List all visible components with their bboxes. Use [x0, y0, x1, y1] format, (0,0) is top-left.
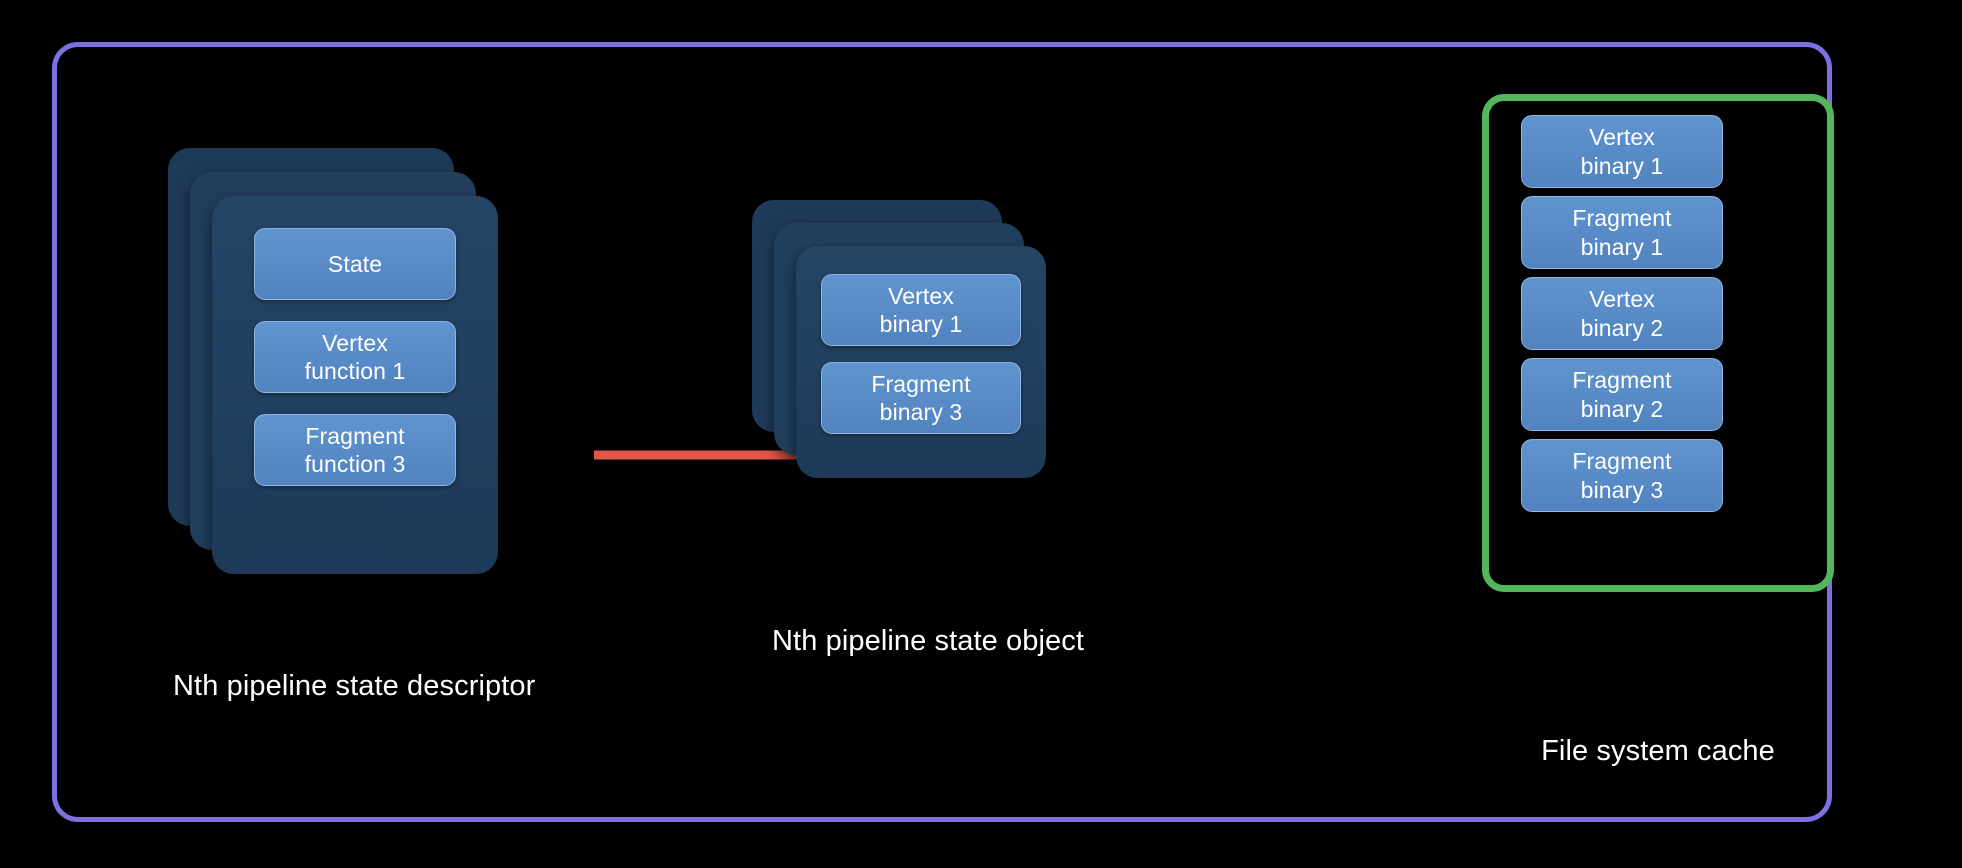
pso-tile-vertex-binary-line1: Vertex	[888, 282, 954, 309]
pso-tile-vertex-binary[interactable]: Vertex binary 1	[821, 274, 1021, 346]
pipeline-state-descriptor-label: Nth pipeline state descriptor	[173, 670, 536, 702]
descriptor-tile-state[interactable]: State	[254, 228, 456, 300]
cache-tile-fragment-binary-1-line2: binary 1	[1580, 233, 1664, 260]
cache-tile-vertex-binary-2[interactable]: Vertex binary 2	[1521, 277, 1723, 350]
file-system-cache-frame	[1482, 94, 1834, 592]
pipeline-state-object-stack[interactable]: Vertex binary 1 Fragment binary 3	[752, 200, 1072, 520]
file-system-cache-label: File system cache	[1541, 735, 1775, 767]
file-system-cache-list[interactable]: Vertex binary 1 Fragment binary 1 Vertex…	[1521, 115, 1723, 512]
cache-tile-vertex-binary-1[interactable]: Vertex binary 1	[1521, 115, 1723, 188]
descriptor-tile-vertex-function-line2: function 1	[304, 358, 406, 384]
cache-tile-fragment-binary-2-line2: binary 2	[1580, 395, 1664, 422]
descriptor-tile-vertex-function[interactable]: Vertex function 1	[254, 321, 456, 393]
cache-tile-vertex-binary-2-line2: binary 2	[1580, 314, 1664, 341]
cache-tile-vertex-binary-2-line1: Vertex	[1589, 286, 1655, 313]
cache-tile-fragment-binary-3-line2: binary 3	[1580, 476, 1664, 503]
descriptor-tile-fragment-function-line1: Fragment	[305, 422, 405, 449]
pipeline-state-descriptor-stack[interactable]: State Vertex function 1 Fragment functio…	[168, 148, 498, 574]
cache-tile-fragment-binary-1[interactable]: Fragment binary 1	[1521, 196, 1723, 269]
descriptor-tile-state-line1: State	[327, 250, 383, 277]
pso-tile-vertex-binary-line2: binary 1	[879, 311, 963, 337]
cache-tile-fragment-binary-2-line1: Fragment	[1572, 367, 1672, 394]
pso-tile-fragment-binary-line1: Fragment	[871, 370, 971, 397]
cache-tile-fragment-binary-1-line1: Fragment	[1572, 205, 1672, 232]
cache-tile-fragment-binary-3[interactable]: Fragment binary 3	[1521, 439, 1723, 512]
descriptor-card-front[interactable]: State Vertex function 1 Fragment functio…	[212, 196, 498, 574]
pso-tile-fragment-binary-line2: binary 3	[879, 399, 963, 425]
cache-tile-vertex-binary-1-line1: Vertex	[1589, 124, 1655, 151]
pso-card-front[interactable]: Vertex binary 1 Fragment binary 3	[796, 246, 1046, 478]
descriptor-tile-vertex-function-line1: Vertex	[322, 329, 388, 356]
pipeline-state-object-label: Nth pipeline state object	[772, 625, 1085, 657]
pso-tile-fragment-binary[interactable]: Fragment binary 3	[821, 362, 1021, 434]
descriptor-tile-fragment-function[interactable]: Fragment function 3	[254, 414, 456, 486]
cache-tile-fragment-binary-3-line1: Fragment	[1572, 448, 1672, 475]
descriptor-tile-fragment-function-line2: function 3	[304, 451, 406, 477]
cache-tile-vertex-binary-1-line2: binary 1	[1580, 152, 1664, 179]
cache-tile-fragment-binary-2[interactable]: Fragment binary 2	[1521, 358, 1723, 431]
